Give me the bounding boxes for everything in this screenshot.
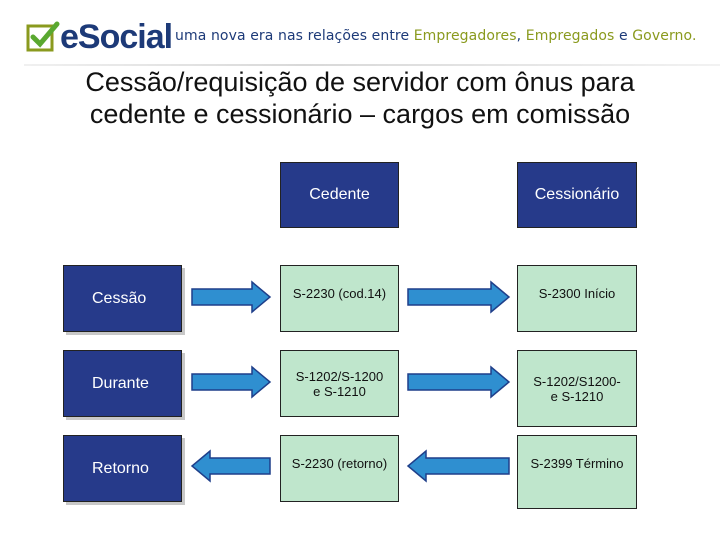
cell-cedente-retorno: S-2230 (retorno): [280, 435, 399, 502]
tagline: uma nova era nas relações entre Empregad…: [175, 28, 697, 44]
cell-text: S-2230 (cod.14): [292, 286, 387, 301]
tagline-highlight: Governo.: [632, 28, 697, 44]
title-line: cedente e cessionário – cargos em comiss…: [89, 99, 631, 129]
cell-text: S-1202/S1200-: [533, 373, 621, 389]
arrow-right-icon: [191, 280, 272, 314]
cell-cessionario-cessao: S-2300 Início: [517, 265, 637, 332]
cell-text: S-2230 (retorno): [291, 456, 388, 471]
cell-text: e S-1210: [550, 388, 604, 404]
arrow-left-icon: [190, 449, 271, 483]
header-divider: [24, 64, 720, 66]
row-label-retorno: Retorno: [63, 435, 182, 502]
column-header-cessionario: Cessionário: [517, 162, 637, 228]
cell-text: e S-1210: [313, 383, 366, 399]
cell-text: S-1202/S-1200: [295, 368, 384, 384]
logo-text: eSocial: [60, 18, 173, 56]
slide-title: Cessão/requisição de servidor com ônus p…: [40, 66, 680, 130]
tagline-highlight: Empregadores: [413, 28, 517, 44]
arrow-right-icon: [407, 280, 511, 314]
arrow-right-icon: [407, 365, 511, 399]
tagline-part: e: [614, 28, 633, 44]
cell-cedente-durante: S-1202/S-1200 e S-1210: [280, 350, 399, 417]
cell-cessionario-durante: S-1202/S1200- e S-1210: [517, 350, 637, 427]
cell-text: S-2399 Término: [530, 456, 624, 471]
row-label-text: Durante: [92, 374, 149, 392]
column-header-cedente: Cedente: [280, 162, 399, 228]
column-header-label: Cedente: [309, 186, 370, 203]
row-label-cessao: Cessão: [63, 265, 182, 332]
row-label-text: Cessão: [92, 289, 147, 307]
tagline-highlight: Empregados: [525, 28, 615, 44]
title-line: Cessão/requisição de servidor com ônus p…: [85, 67, 635, 97]
arrow-left-icon: [406, 449, 510, 483]
logo-checkbox-icon: [26, 21, 60, 52]
tagline-part: ,: [516, 28, 526, 44]
column-header-label: Cessionário: [534, 186, 620, 203]
tagline-part: uma nova era nas relações entre: [175, 28, 414, 44]
arrow-right-icon: [191, 365, 272, 399]
row-label-text: Retorno: [92, 459, 149, 477]
cell-cedente-cessao: S-2230 (cod.14): [280, 265, 399, 332]
row-label-durante: Durante: [63, 350, 182, 417]
cell-text: S-2300 Início: [538, 286, 616, 301]
cell-cessionario-retorno: S-2399 Término: [517, 435, 637, 509]
header: eSocial uma nova era nas relações entre …: [0, 0, 720, 66]
